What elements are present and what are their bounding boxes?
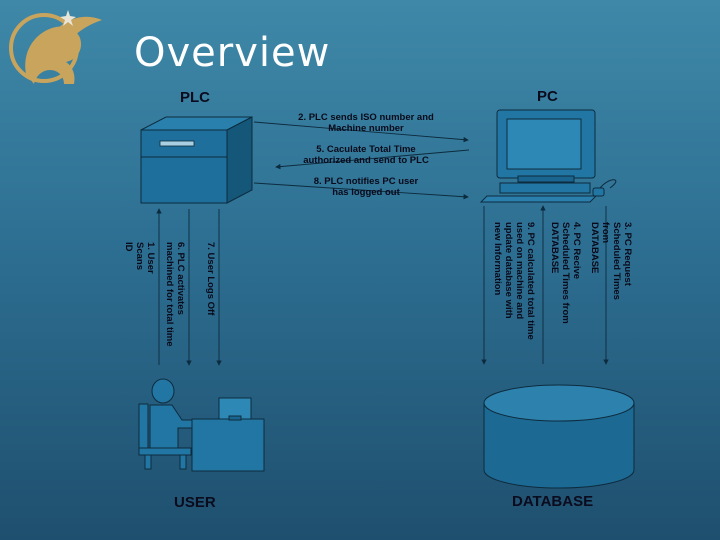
user-label: USER <box>174 494 216 511</box>
message-7: 7. User Logs Off <box>205 242 216 316</box>
pc-database-arrows <box>481 205 609 365</box>
message-1: 1. User Scans ID <box>123 242 156 274</box>
message-4: 4. PC Recive Scheduled Times from DATABA… <box>549 222 582 324</box>
user-at-desk-icon <box>138 378 265 472</box>
message-9: 9. PC calculated total time used on mach… <box>492 222 536 340</box>
plc-machine-icon <box>140 116 253 204</box>
plc-label: PLC <box>180 89 210 106</box>
plc-user-arrows <box>156 208 222 366</box>
message-8: 8. PLC notifies PC user has logged out <box>313 176 419 198</box>
slide-title: Overview <box>134 30 331 76</box>
message-5: 5. Caculate Total Time authorized and se… <box>303 144 429 166</box>
message-3: 3. PC Request Scheduled Times from DATAB… <box>589 222 633 300</box>
pegasus-logo <box>9 10 102 84</box>
message-2: 2. PLC sends ISO number and Machine numb… <box>298 112 434 134</box>
plc-pc-arrows <box>253 121 470 200</box>
database-cylinder-icon <box>483 384 635 489</box>
desktop-computer-icon <box>479 109 617 203</box>
message-6: 6. PLC activates machined for total time <box>164 242 186 347</box>
pc-label: PC <box>537 88 558 105</box>
database-label: DATABASE <box>512 493 594 510</box>
